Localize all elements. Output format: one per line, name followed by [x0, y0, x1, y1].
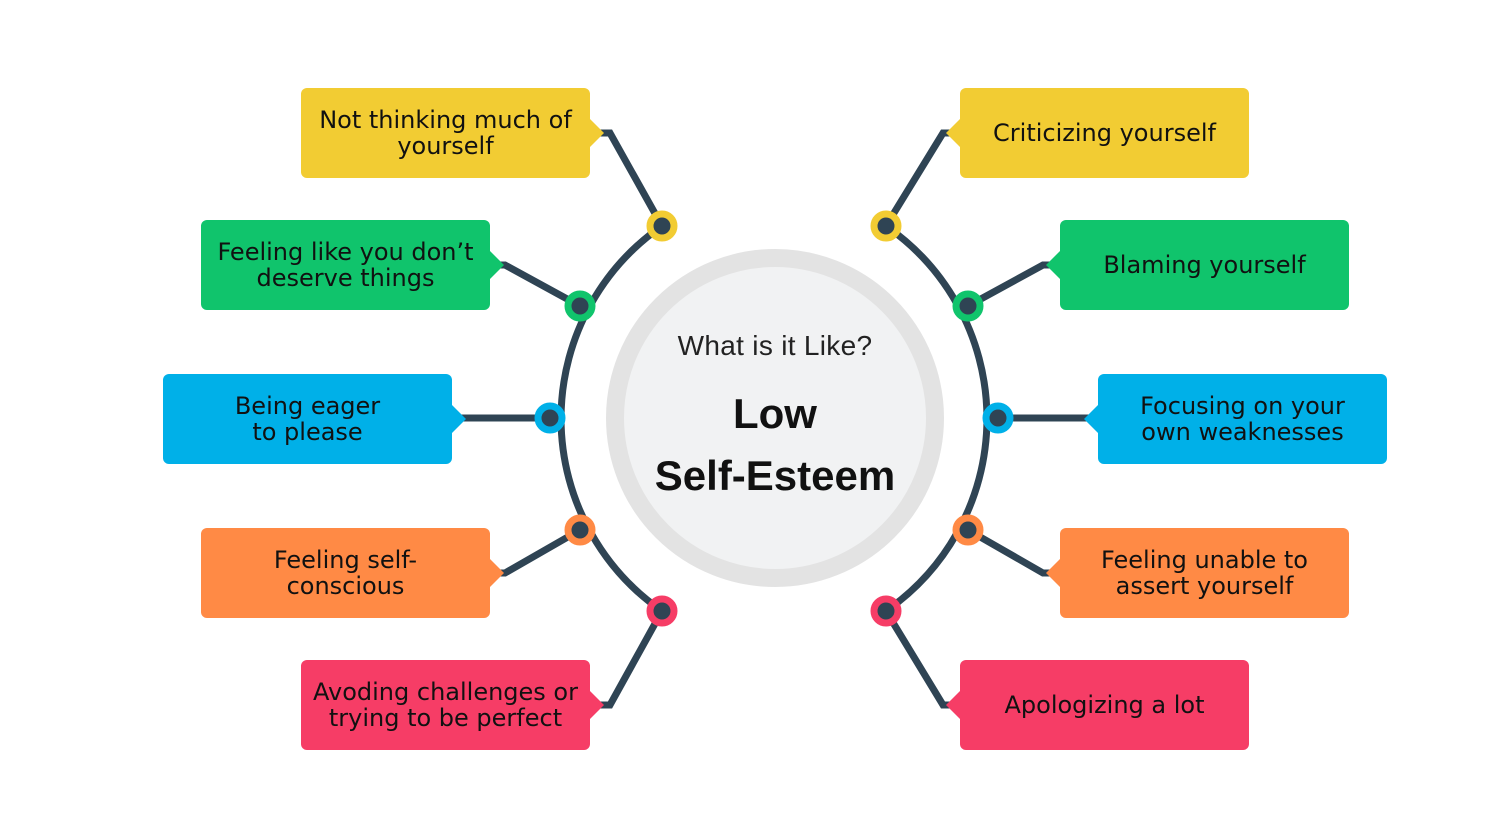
connector-right-1 — [883, 129, 953, 228]
node-left-orange — [564, 514, 596, 546]
item-right-4-box: Feeling unable to assert yourself — [1046, 528, 1349, 618]
item-right-2-pointer — [1046, 251, 1060, 279]
item-right-1-text: Criticizing yourself — [993, 119, 1216, 147]
node-left-yellow — [646, 210, 678, 242]
node-right-orange — [952, 514, 984, 546]
item-right-2-text: Blaming yourself — [1103, 251, 1306, 279]
item-left-1-pointer — [590, 119, 604, 147]
connector-left-5 — [596, 609, 666, 709]
item-left-4-pointer — [490, 559, 504, 587]
item-right-4-text: Feeling unable to assert yourself — [1101, 546, 1308, 600]
item-right-3-box: Focusing on your own weaknesses — [1084, 374, 1387, 464]
item-right-4-pointer — [1046, 559, 1060, 587]
item-left-2-pointer — [490, 251, 504, 279]
item-right-2-box: Blaming yourself — [1046, 220, 1349, 310]
item-left-2-box: Feeling like you don’t deserve things — [201, 220, 504, 310]
connector-left-1 — [596, 129, 666, 228]
item-left-1-text: Not thinking much of yourself — [319, 106, 572, 160]
item-right-1-pointer — [946, 119, 960, 147]
item-left-3-text: Being eager to please — [234, 392, 381, 446]
item-right-5-box: Apologizing a lot — [946, 660, 1249, 750]
item-left-5-text: Avoding challenges or trying to be perfe… — [313, 678, 578, 732]
node-left-blue — [534, 402, 566, 434]
node-right-pink — [870, 595, 902, 627]
item-left-5-pointer — [590, 691, 604, 719]
node-left-green — [564, 290, 596, 322]
connector-right-5 — [883, 609, 953, 709]
item-right-5-pointer — [946, 691, 960, 719]
item-right-3-text: Focusing on your own weaknesses — [1140, 392, 1345, 446]
item-right-5-text: Apologizing a lot — [1004, 691, 1205, 719]
item-right-1-box: Criticizing yourself — [946, 88, 1249, 178]
item-left-1-box: Not thinking much of yourself — [301, 88, 604, 178]
item-left-5-box: Avoding challenges or trying to be perfe… — [301, 660, 604, 750]
node-left-pink — [646, 595, 678, 627]
item-left-2-text: Feeling like you don’t deserve things — [217, 238, 474, 292]
node-right-yellow — [870, 210, 902, 242]
item-left-4-box: Feeling self-conscious — [201, 528, 504, 618]
center-circle — [606, 249, 944, 587]
item-left-3-box: Being eager to please — [163, 374, 466, 464]
item-right-3-pointer — [1084, 405, 1098, 433]
node-right-green — [952, 290, 984, 322]
item-left-3-pointer — [452, 405, 466, 433]
item-left-4-text: Feeling self-conscious — [273, 546, 418, 600]
node-right-blue — [982, 402, 1014, 434]
